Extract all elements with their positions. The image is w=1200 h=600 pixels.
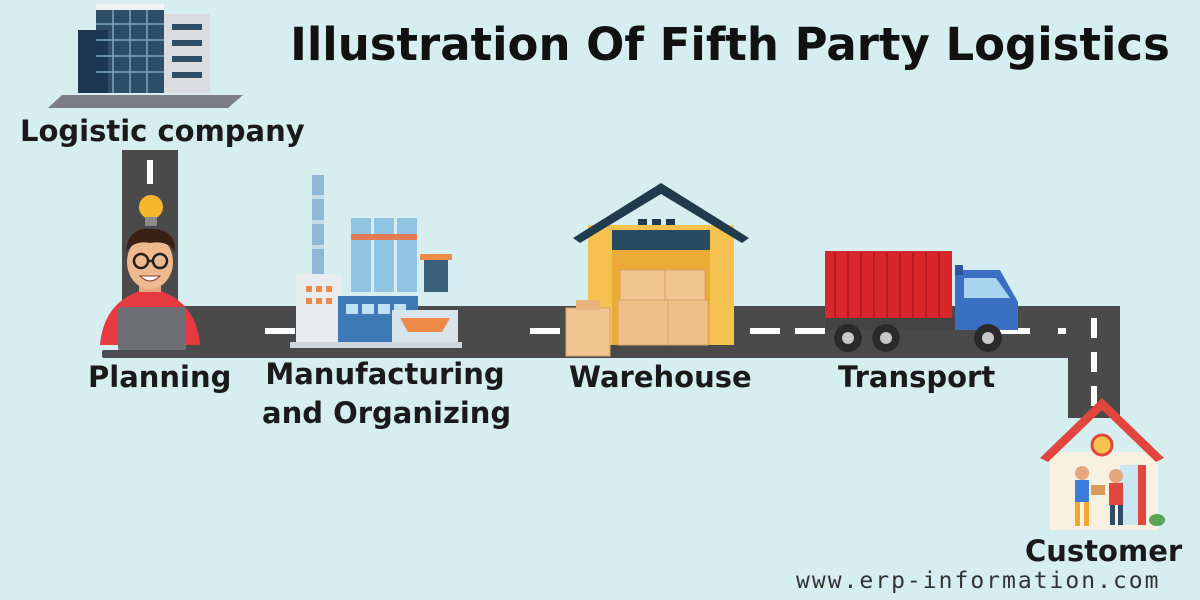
stage-label-transport: Transport	[838, 360, 996, 394]
factory-icon	[290, 175, 462, 348]
warehouse-icon	[565, 183, 749, 357]
stage-label-warehouse: Warehouse	[569, 360, 752, 394]
page-title: Illustration Of Fifth Party Logistics	[290, 18, 1170, 71]
stage-label-manufacturing-line2: and Organizing	[262, 396, 512, 431]
stage-label-company: Logistic company	[20, 114, 305, 148]
stage-label-manufacturing: Manufacturing and Organizing	[262, 355, 512, 433]
stage-label-planning: Planning	[88, 360, 232, 394]
delivery-truck-icon	[825, 251, 1018, 352]
website-watermark: www.erp-information.com	[796, 568, 1161, 594]
planner-person-icon	[100, 228, 200, 358]
office-building-icon	[48, 4, 243, 108]
customer-house-icon	[1040, 398, 1165, 530]
stage-label-customer: Customer	[1025, 534, 1183, 568]
lightbulb-icon	[139, 195, 163, 226]
stage-label-manufacturing-line1: Manufacturing	[265, 357, 505, 391]
